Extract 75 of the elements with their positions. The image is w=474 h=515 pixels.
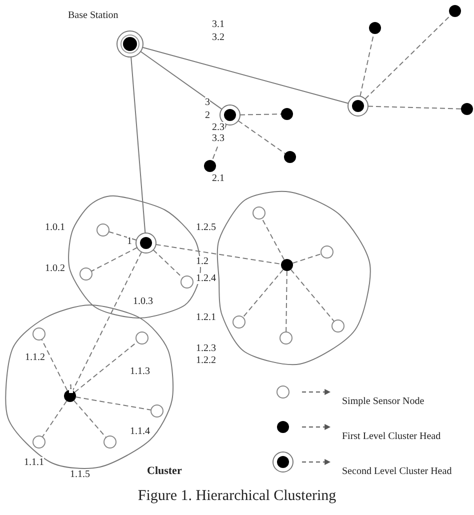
connection-line (364, 14, 452, 100)
cluster-head (281, 108, 293, 120)
node-number: 1.2.5 (196, 222, 216, 233)
cluster-head (204, 160, 216, 172)
sensor-node (136, 332, 148, 344)
connection-line (75, 396, 152, 410)
node-number: 2 (205, 110, 210, 121)
connection-line (240, 114, 282, 116)
connection-line (74, 341, 138, 393)
connection-line (41, 338, 68, 392)
sensor-node (320, 246, 334, 258)
node-number: 3.1 (212, 19, 224, 30)
node-number: 1.0.1 (45, 222, 65, 233)
cluster-outline (216, 190, 371, 366)
connection-line (368, 106, 462, 110)
connection-line (142, 46, 349, 104)
connection-line (90, 247, 138, 272)
node-number: 1.1.3 (130, 366, 150, 377)
cluster-head (461, 103, 473, 115)
node-number: 1.2.2 (196, 355, 216, 366)
cluster-head (281, 259, 293, 271)
legend-label: Second Level Cluster Head (342, 466, 452, 477)
sensor-node (252, 206, 266, 220)
sensor-node (80, 268, 92, 280)
sensor-node (96, 224, 110, 236)
node-number: 1.1.4 (130, 426, 150, 437)
second-level-cluster-head (136, 232, 156, 254)
node-number: 2.1 (212, 173, 224, 184)
node-number: 1.1.5 (70, 469, 90, 480)
cluster-head (284, 151, 296, 163)
connection-line (72, 251, 142, 392)
sensor-node (332, 320, 344, 332)
connection-line (155, 244, 282, 265)
legend-label: Simple Sensor Node (342, 396, 424, 407)
figure-caption: Figure 1. Hierarchical Clustering (136, 488, 338, 505)
node-number: 2.3 (212, 122, 224, 133)
node-number: 1.0.3 (133, 296, 153, 307)
sensor-node (280, 332, 292, 344)
legend-label: First Level Cluster Head (342, 431, 441, 442)
node-number: 1.2.4 (196, 273, 216, 284)
node-number: 3 (205, 97, 210, 108)
sensor-node (232, 316, 246, 328)
sensor-node (32, 436, 46, 448)
sensor-node (180, 276, 194, 288)
node-number: 1.2 (196, 256, 208, 267)
sensor-node (104, 436, 116, 448)
sensor-node (150, 404, 164, 418)
connection-line (130, 56, 146, 234)
sensor-node (32, 328, 46, 340)
connection-line (140, 51, 222, 110)
connection-line (212, 124, 227, 161)
connection-line (290, 269, 335, 322)
node-number: 3.2 (212, 32, 224, 43)
node-number: 1.2.3 (196, 343, 216, 354)
node-number: 1.1.2 (25, 352, 45, 363)
node-caption: Base Station (68, 10, 118, 21)
connection-line (292, 253, 322, 264)
node-number: 1.0.2 (45, 263, 65, 274)
node-number: 1.1.1 (24, 457, 44, 468)
connection-line (73, 400, 107, 438)
connection-line (261, 218, 285, 260)
connection-line (242, 269, 284, 318)
cluster-head (64, 390, 76, 402)
connection-line (286, 270, 288, 332)
node-number: 1 (127, 236, 132, 247)
node-number: 3.3 (212, 133, 224, 144)
cluster-head (369, 22, 381, 34)
connection-line (238, 120, 286, 154)
base-station-node (116, 30, 144, 58)
connection-line (108, 231, 137, 241)
node-caption: Cluster (147, 466, 182, 477)
node-number: 1.2.1 (196, 312, 216, 323)
cluster-head (449, 5, 461, 17)
connection-line (42, 400, 68, 438)
second-level-cluster-head (348, 96, 368, 116)
